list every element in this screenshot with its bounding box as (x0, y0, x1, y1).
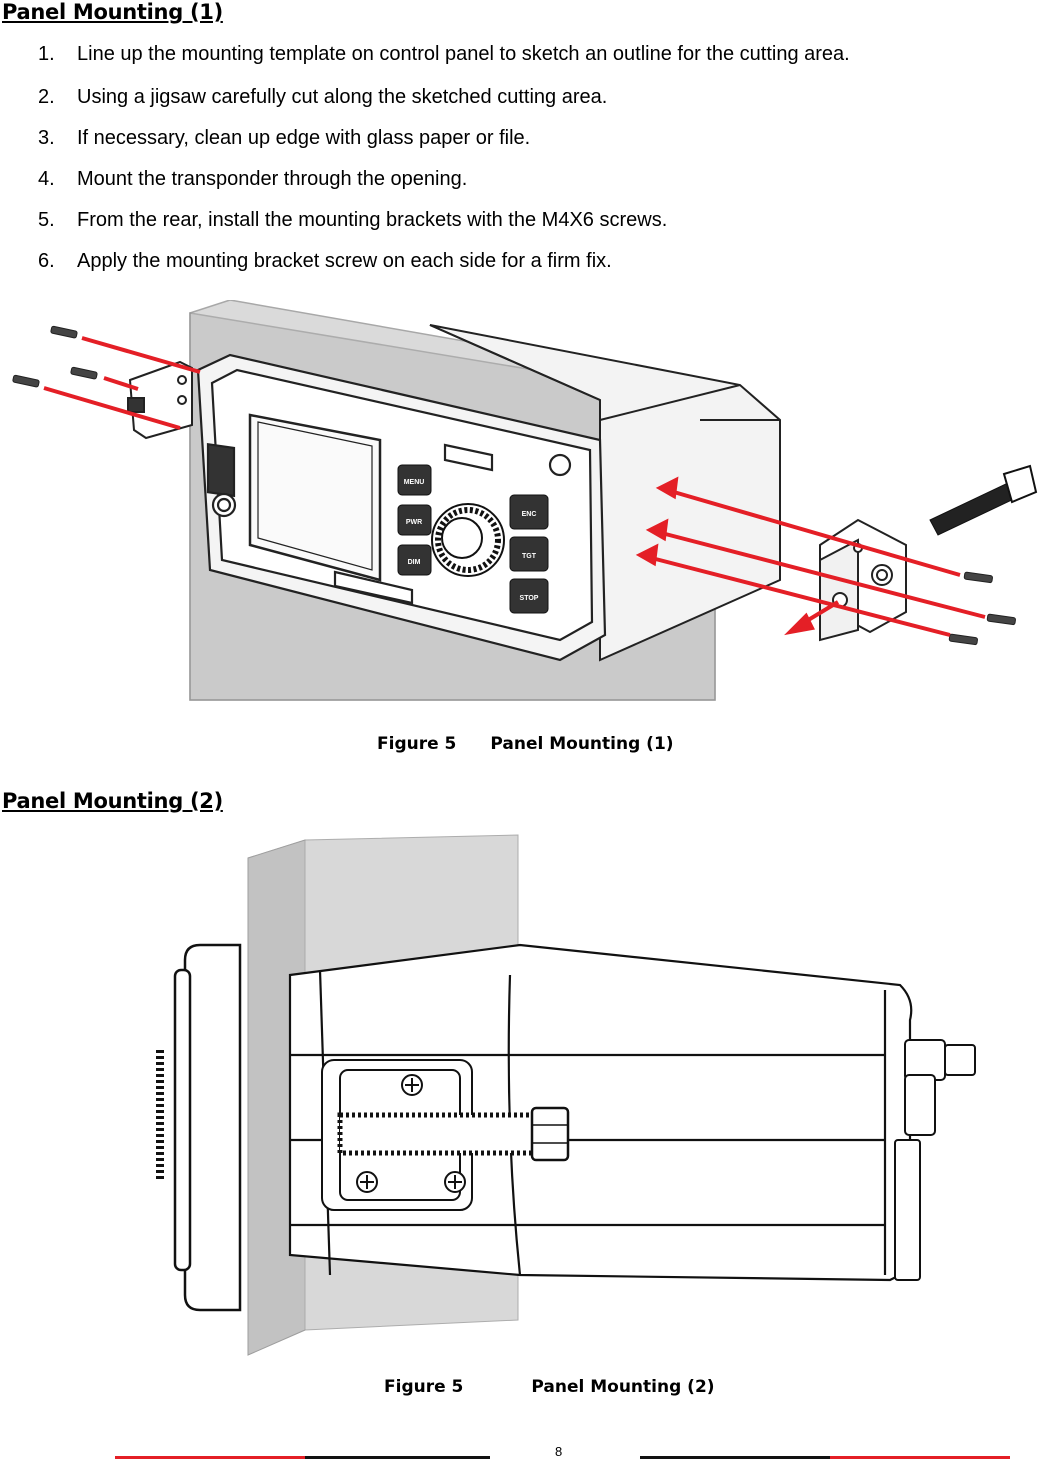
button-label: PWR (406, 519, 422, 526)
section-heading-panel-mounting-1: Panel Mounting (1) (2, 0, 223, 24)
step-text: Using a jigsaw carefully cut along the s… (77, 86, 608, 108)
button-label: DIM (408, 559, 421, 566)
button-label: ENC (522, 511, 537, 518)
assembly-arrows-right (635, 476, 986, 637)
bolt-icon (929, 464, 1038, 536)
assembly-arrows-left (43, 336, 201, 430)
panel-mounting-diagram-1: MENU PWR DIM ENC TGT STOP (12, 300, 1038, 701)
left-bracket (127, 360, 193, 440)
bolt-icon (337, 1106, 570, 1162)
caption-number: Figure 5 (384, 1377, 464, 1397)
step-text: Line up the mounting template on control… (77, 43, 850, 65)
screw-icon (12, 325, 98, 388)
right-bracket (819, 518, 907, 642)
unit-housing (429, 324, 781, 662)
figure-caption-1: Figure 5 Panel Mounting (1) (377, 734, 674, 754)
front-buttons: MENU PWR DIM ENC TGT STOP (397, 464, 549, 614)
step-number: 5. (38, 209, 55, 231)
step-text: If necessary, clean up edge with glass p… (77, 127, 531, 149)
step-text: From the rear, install the mounting brac… (77, 209, 668, 231)
button-label: MENU (404, 479, 425, 486)
page-number: 8 (555, 1444, 563, 1459)
figure-caption-2: Figure 5 Panel Mounting (2) (384, 1377, 715, 1397)
footer-rule (305, 1456, 490, 1459)
section-heading-panel-mounting-2: Panel Mounting (2) (2, 789, 223, 813)
button-label: TGT (522, 553, 537, 560)
step-text: Mount the transponder through the openin… (77, 168, 468, 190)
rotary-knob-icon (431, 503, 505, 577)
step-number: 1. (38, 43, 55, 65)
footer-rule (640, 1456, 830, 1459)
footer-rule (830, 1456, 1010, 1459)
step-number: 3. (38, 127, 55, 149)
button-label: STOP (520, 595, 539, 602)
panel-mounting-diagram-2 (156, 834, 976, 1356)
caption-number: Figure 5 (377, 734, 457, 754)
step-text: Apply the mounting bracket screw on each… (77, 250, 612, 272)
step-number: 2. (38, 86, 55, 108)
front-bezel (156, 943, 242, 1312)
rear-connector-icon (894, 1039, 976, 1281)
caption-title: Panel Mounting (2) (531, 1377, 715, 1397)
screw-icon (948, 571, 1016, 646)
caption-title: Panel Mounting (1) (490, 734, 674, 754)
footer-rule (115, 1456, 305, 1459)
step-number: 4. (38, 168, 55, 190)
step-number: 6. (38, 250, 55, 272)
